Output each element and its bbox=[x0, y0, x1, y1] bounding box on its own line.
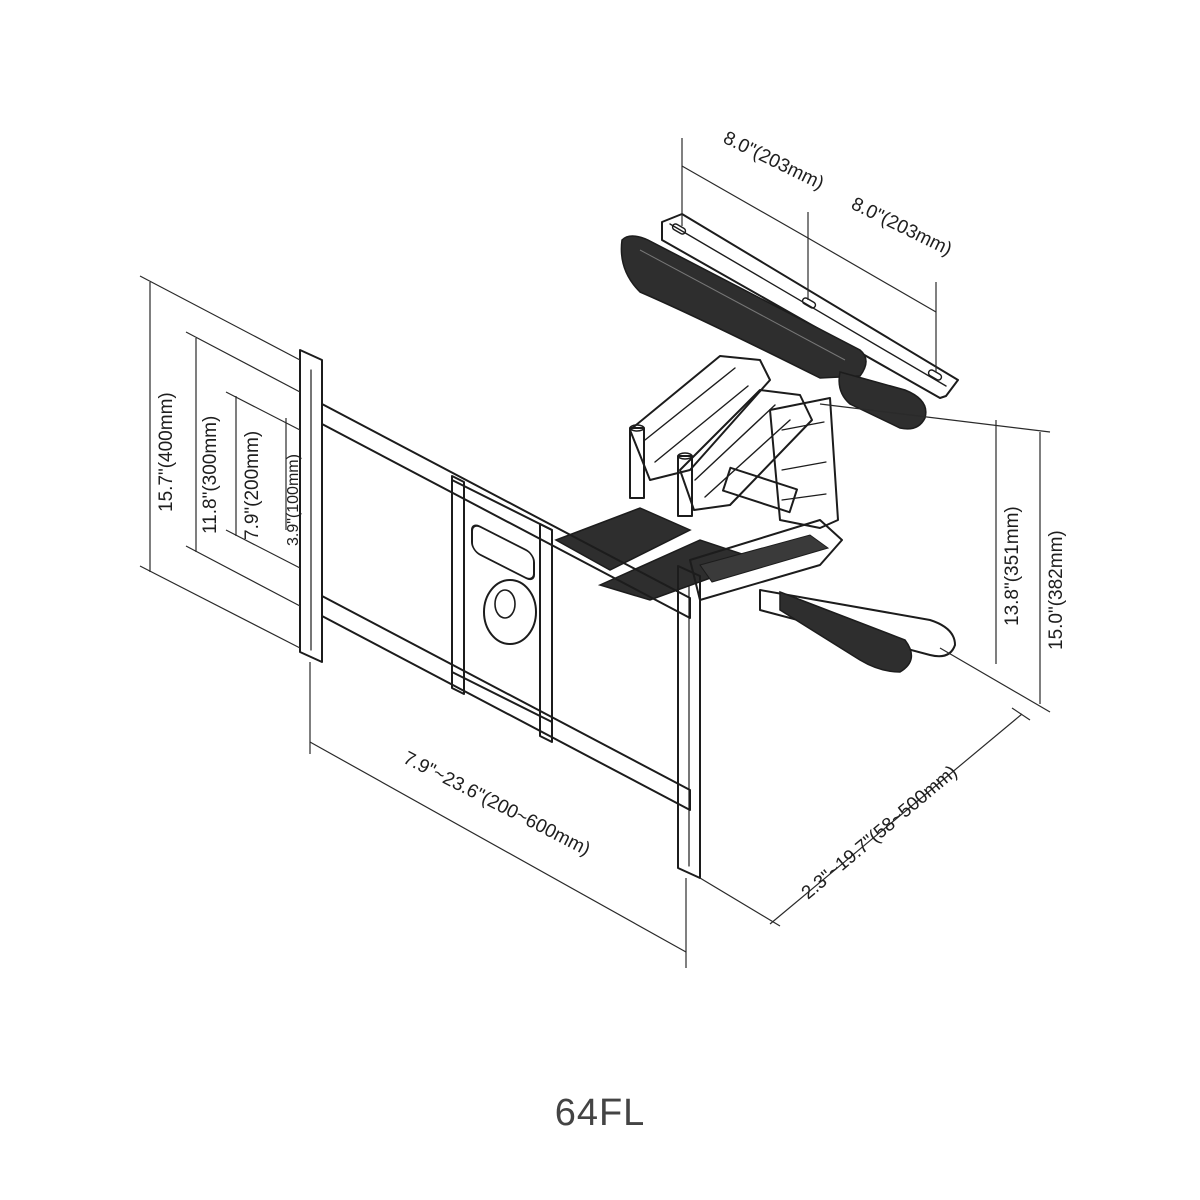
tv-bracket bbox=[299, 349, 701, 879]
dim-top-right: 8.0"(203mm) bbox=[848, 194, 955, 261]
dim-left-7-9: 7.9"(200mm) bbox=[242, 431, 263, 540]
dim-bottom-width: 7.9"~23.6"(200~600mm) bbox=[400, 748, 594, 861]
model-number: 64FL bbox=[554, 1092, 646, 1134]
dim-left-11-8: 11.8"(300mm) bbox=[200, 416, 221, 534]
dim-left-3-9: 3.9"(100mm) bbox=[285, 454, 302, 546]
articulating-arms bbox=[554, 355, 956, 673]
dim-top-left: 8.0"(203mm) bbox=[720, 128, 827, 195]
dim-left-15-7: 15.7"(400mm) bbox=[156, 392, 177, 512]
dim-right-15-0: 15.0"(382mm) bbox=[1046, 530, 1067, 650]
dim-extension: 2.3"~19.7"(58~500mm) bbox=[798, 762, 962, 904]
dim-right-13-8: 13.8"(351mm) bbox=[1002, 506, 1023, 626]
dimension-lines bbox=[139, 138, 1051, 968]
